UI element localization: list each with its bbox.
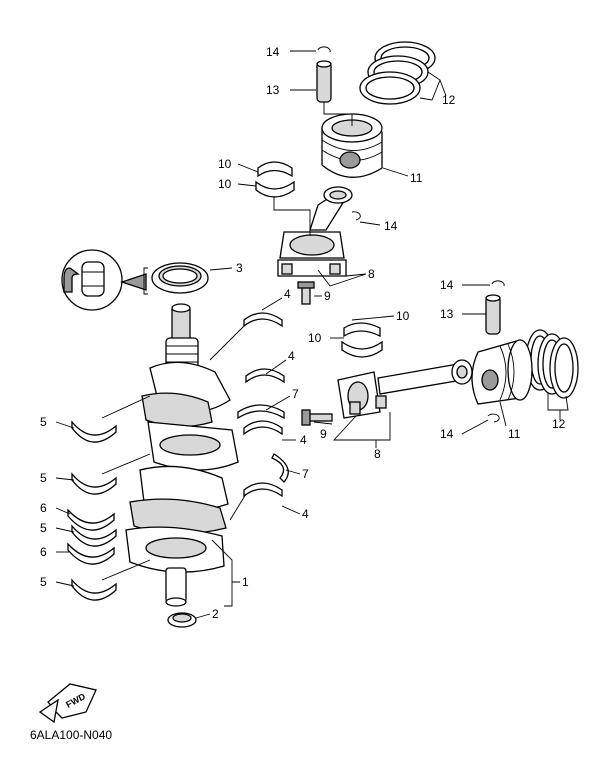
callout-10c: 10: [396, 309, 410, 323]
callout-11a: 11: [410, 171, 423, 185]
callout-14d: 14: [440, 427, 454, 441]
piston-ring-set-lower: [525, 329, 579, 399]
rod-bolt-upper: [297, 281, 315, 305]
main-bearing-left-3: [71, 524, 117, 547]
callout-5d: 5: [40, 575, 47, 589]
callout-5c: 5: [40, 521, 47, 535]
rod-bolt-lower: [301, 409, 333, 426]
circlip-upper-a: [317, 46, 331, 53]
callout-5b: 5: [40, 471, 47, 485]
main-bearing-left-2: [71, 472, 117, 495]
crankshaft: [125, 303, 239, 607]
callout-9b: 9: [320, 427, 327, 441]
callout-7b: 7: [302, 467, 309, 481]
callout-4a: 4: [284, 287, 291, 301]
small-end-bearing-upper: [255, 161, 295, 198]
thrust-washer-right-1: [237, 404, 285, 420]
callout-4b: 4: [288, 349, 295, 363]
thrust-washer-right-2: [271, 453, 289, 483]
main-bearing-right-4: [243, 482, 283, 498]
circlip-upper-b: [351, 211, 361, 221]
callout-9a: 9: [324, 289, 331, 303]
piston-pin-upper: [316, 60, 332, 103]
diagram-code: 6ALA100-N040: [30, 728, 113, 742]
callout-1: 1: [242, 575, 249, 589]
callout-7a: 7: [292, 387, 299, 401]
oil-seal: [151, 262, 209, 294]
crank-bearing-ring: [167, 612, 197, 628]
callout-10d: 10: [308, 331, 322, 345]
thrust-washer-left-1: [67, 508, 115, 531]
callout-12a: 12: [442, 93, 456, 107]
callout-2: 2: [212, 607, 219, 621]
main-bearing-right-1: [243, 312, 283, 328]
callout-6b: 6: [40, 545, 47, 559]
callout-13b: 13: [440, 307, 454, 321]
callout-14a: 14: [266, 45, 280, 59]
callout-4c: 4: [300, 433, 307, 447]
callout-8a: 8: [368, 267, 375, 281]
main-bearing-right-2: [245, 368, 285, 384]
callout-5a: 5: [40, 415, 47, 429]
piston-lower: [471, 339, 533, 405]
circlip-lower-b: [487, 413, 500, 423]
thrust-washer-left-2: [67, 542, 115, 565]
main-bearing-left-4: [71, 578, 117, 601]
callout-12b: 12: [552, 417, 566, 431]
main-bearing-right-3: [243, 420, 283, 436]
piston-ring-set-upper: [359, 41, 436, 105]
callout-13a: 13: [266, 83, 280, 97]
seal-detail-inset: [61, 249, 148, 311]
leader-lines: [55, 50, 569, 619]
piston-upper: [321, 113, 383, 178]
callout-3: 3: [236, 261, 243, 275]
callout-10a: 10: [218, 157, 232, 171]
callout-4d: 4: [302, 507, 309, 521]
small-end-bearing-lower: [341, 322, 383, 358]
main-bearing-left-1: [71, 420, 117, 443]
callout-14b: 14: [384, 219, 398, 233]
circlip-lower-a: [491, 280, 505, 287]
connecting-rod-upper: [277, 186, 353, 277]
piston-pin-lower: [485, 294, 501, 335]
callout-labels: 14 13 12 11 14 10 10 3 8 9 4 14 13 10 10…: [40, 45, 566, 621]
callout-6a: 6: [40, 501, 47, 515]
callout-8b: 8: [374, 447, 381, 461]
callout-11b: 11: [508, 427, 521, 441]
callout-14c: 14: [440, 278, 454, 292]
connecting-rod-lower: [337, 359, 473, 419]
callout-10b: 10: [218, 177, 232, 191]
fwd-arrow-icon: FWD: [38, 683, 97, 724]
